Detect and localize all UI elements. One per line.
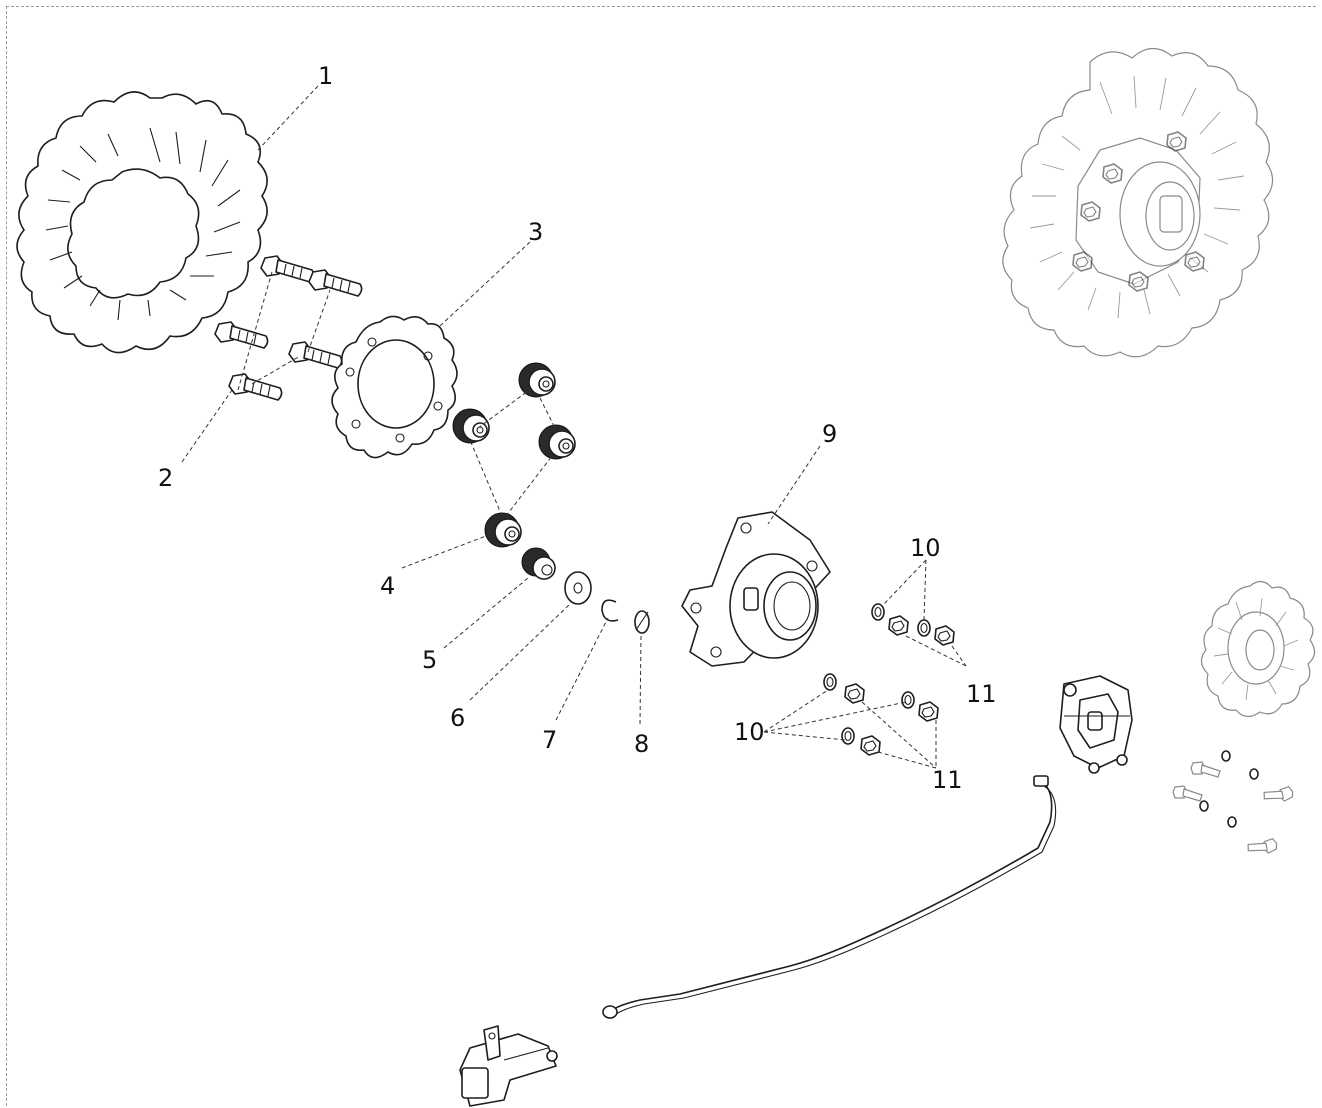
caliper-hardware [1172,750,1296,860]
flat-washer [564,571,592,605]
wheel-hub [681,511,831,667]
assembled-disc-view [1002,47,1274,358]
callout-9: 9 [822,420,837,448]
callout-8: 8 [634,730,649,758]
callout-11-bottom: 11 [932,766,963,794]
washer-nut-set [823,603,955,756]
brake-disc [16,91,268,354]
callout-7: 7 [542,726,557,754]
callouts: 1 2 3 4 5 6 7 8 9 10 10 11 11 [158,62,997,794]
callout-6: 6 [450,704,465,732]
callout-3: 3 [528,218,543,246]
key-ring [634,610,650,634]
callout-10-bottom: 10 [734,718,765,746]
master-cylinder [459,1025,558,1107]
small-disc-view [1200,580,1316,718]
brake-caliper [1059,675,1133,774]
spacer-bushing [521,547,556,580]
callout-4: 4 [380,572,395,600]
diagram-frame [6,6,1316,1106]
callout-2: 2 [158,464,173,492]
leader-lines [181,85,967,769]
callout-10-top: 10 [910,534,941,562]
callout-5: 5 [422,646,437,674]
circlip [601,599,619,622]
bearing-set [452,362,576,548]
disc-carrier [331,315,458,459]
callout-11-top: 11 [966,680,997,708]
callout-1: 1 [318,62,333,90]
brake-hose [602,775,1057,1019]
